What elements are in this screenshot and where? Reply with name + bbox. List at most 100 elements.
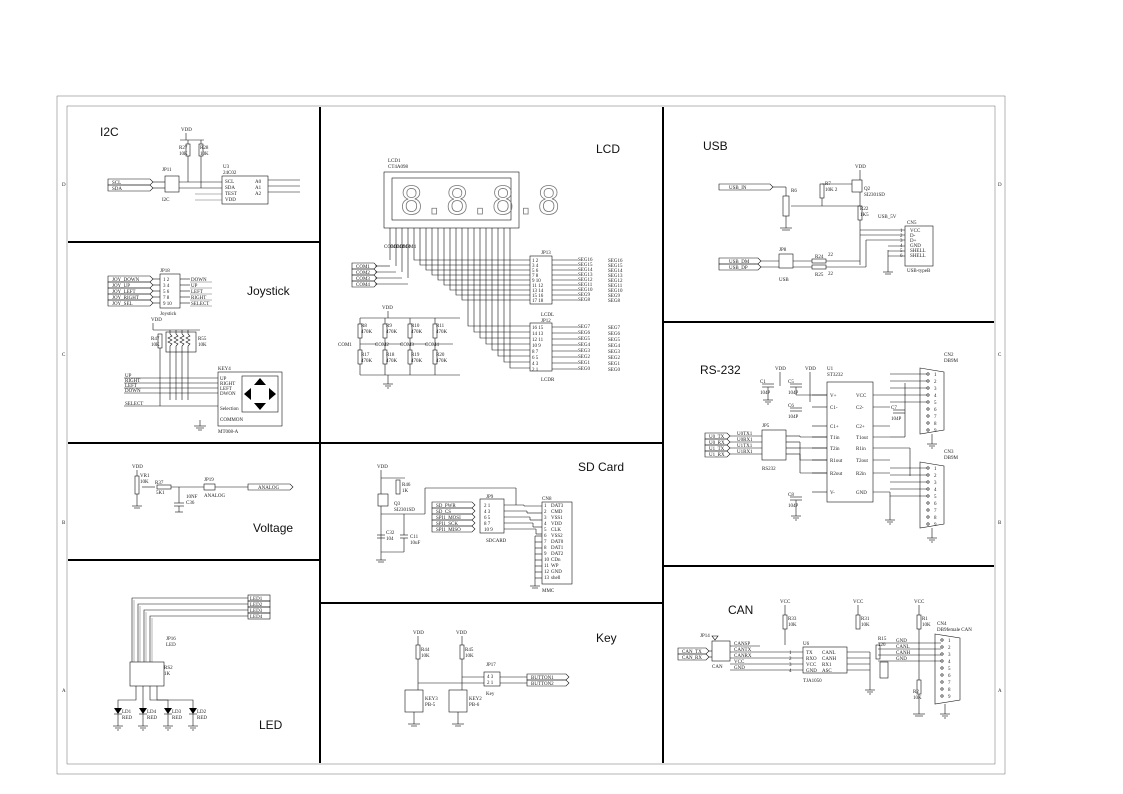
pin-number: 7 xyxy=(934,509,937,514)
key-pin-label: Selection xyxy=(220,407,239,412)
svg-text:10K 2: 10K 2 xyxy=(825,188,838,193)
svg-text:CN4: CN4 xyxy=(937,622,947,627)
pin-number: 4 xyxy=(948,660,951,665)
svg-text:SI2301SD: SI2301SD xyxy=(394,508,415,513)
pin-number: 3 xyxy=(789,663,792,668)
svg-text:PB-5: PB-5 xyxy=(425,703,436,708)
lcd-seg-label: SEG15 xyxy=(578,263,593,268)
can-pin-left: VCC xyxy=(806,663,817,668)
can-net-label: CANTX xyxy=(734,648,752,653)
svg-text:VDD: VDD xyxy=(855,165,866,170)
lcd-seg-label: SEG4 xyxy=(578,343,590,348)
svg-text:VDD: VDD xyxy=(413,631,424,636)
svg-text:USB_5V: USB_5V xyxy=(878,215,897,220)
pin-number: 7 xyxy=(948,681,951,686)
sd-card-pin: VDD xyxy=(551,522,562,527)
joystick-net-label: JOY_RIGHT xyxy=(112,296,139,301)
usb-pin-label: D+ xyxy=(910,239,917,244)
lcd-com-net: COM4 xyxy=(425,343,439,348)
svg-text:CN5: CN5 xyxy=(907,221,917,226)
svg-text:RS232: RS232 xyxy=(762,467,776,472)
svg-text:CAN_RX: CAN_RX xyxy=(682,656,702,661)
pin-number: 3 4 xyxy=(163,284,170,289)
capacitor-ref: C1 xyxy=(760,380,766,385)
lcd-seg-label: SEG15 xyxy=(608,264,623,269)
svg-text:R44: R44 xyxy=(421,648,430,653)
sd-card-pin: DAT2 xyxy=(551,552,564,557)
sd-card-pin: CDn xyxy=(551,558,561,563)
svg-text:LED: LED xyxy=(166,643,176,648)
pin-number: 4 xyxy=(934,488,937,493)
pin-number: 6 xyxy=(948,674,951,679)
joystick-net-label: UP xyxy=(125,374,132,379)
led-net-label: LED4 xyxy=(250,615,263,620)
svg-text:A0: A0 xyxy=(255,180,262,185)
svg-text:JP9: JP9 xyxy=(486,495,494,500)
svg-text:DB9M: DB9M xyxy=(944,456,958,461)
can-net-label: CANSP xyxy=(734,642,750,647)
svg-text:10K: 10K xyxy=(200,152,209,157)
pin-number: 12 11 xyxy=(532,338,544,343)
svg-text:LCDR: LCDR xyxy=(541,378,555,383)
rs232-net-label: U0RX1 xyxy=(737,438,753,443)
pin-number: 2 1 xyxy=(484,504,491,509)
lcd-seg-label: SEG16 xyxy=(578,258,593,263)
svg-text:DB9female CAN: DB9female CAN xyxy=(937,628,972,633)
pin-number: 3 xyxy=(544,516,547,521)
usb-pin-label: SHELL xyxy=(910,249,926,254)
sd-card-pin: shell xyxy=(551,576,561,581)
can-net-label: CANRX xyxy=(734,654,752,659)
svg-text:Key: Key xyxy=(486,692,495,697)
resistor-ref: R9 xyxy=(386,324,392,329)
joystick-net-label: JOY_LEFT xyxy=(112,290,136,295)
pin-number: 6 xyxy=(900,254,903,259)
svg-text:U6: U6 xyxy=(803,642,810,647)
rs232-pin-left: T1in xyxy=(830,436,840,441)
can-pin-left: GND xyxy=(806,669,817,674)
svg-text:KEY2: KEY2 xyxy=(469,697,482,702)
pin-number: 5 xyxy=(934,401,937,406)
lcd-seg-label: SEG9 xyxy=(608,294,620,299)
usb-pin-label: SHELL xyxy=(910,254,926,259)
lcd-seg-label: SEG10 xyxy=(578,288,593,293)
svg-text:JP11: JP11 xyxy=(162,168,172,173)
pin-number: 9 xyxy=(544,552,547,557)
resistor-value: 470K xyxy=(411,330,423,335)
svg-text:CN3: CN3 xyxy=(944,450,954,455)
rs232-pin-right: R1in xyxy=(856,447,866,452)
svg-text:DB9M: DB9M xyxy=(944,359,958,364)
resistor-value: 470K xyxy=(361,359,373,364)
pin-number: 16 15 xyxy=(532,326,544,331)
svg-text:ANALOG: ANALOG xyxy=(258,486,279,491)
lcd-seg-label: SEG8 xyxy=(608,299,620,304)
rs232-pin-left: V+ xyxy=(830,394,837,399)
svg-text:VDD: VDD xyxy=(805,367,816,372)
section-dividers xyxy=(68,107,994,763)
can-connector-pin: GND xyxy=(896,657,907,662)
lcd-com-label: COM1 xyxy=(356,265,370,270)
svg-text:I2C: I2C xyxy=(162,198,170,203)
pin-number: 6 5 xyxy=(484,516,491,521)
svg-text:VDD: VDD xyxy=(132,465,143,470)
svg-text:8.8.8.8: 8.8.8.8 xyxy=(400,179,560,223)
border-row-label: D xyxy=(62,183,66,188)
lcd-seg-label: SEG7 xyxy=(578,325,590,330)
pin-number: 4 xyxy=(789,669,792,674)
svg-text:R55: R55 xyxy=(198,337,207,342)
svg-text:R27: R27 xyxy=(179,146,188,151)
pin-number: 13 xyxy=(544,576,550,581)
svg-text:VCC: VCC xyxy=(780,600,791,605)
svg-text:A1: A1 xyxy=(255,186,262,191)
svg-text:USB-typeB: USB-typeB xyxy=(907,269,931,274)
svg-text:10K: 10K xyxy=(913,696,922,701)
lcd-seg-label: SEG16 xyxy=(608,259,623,264)
pin-number: 8 7 xyxy=(532,350,539,355)
sd-card-pin: VSS1 xyxy=(551,516,563,521)
svg-text:VDD: VDD xyxy=(181,128,192,133)
capacitor-value: 104P xyxy=(788,415,799,420)
svg-text:SCL: SCL xyxy=(225,180,234,185)
